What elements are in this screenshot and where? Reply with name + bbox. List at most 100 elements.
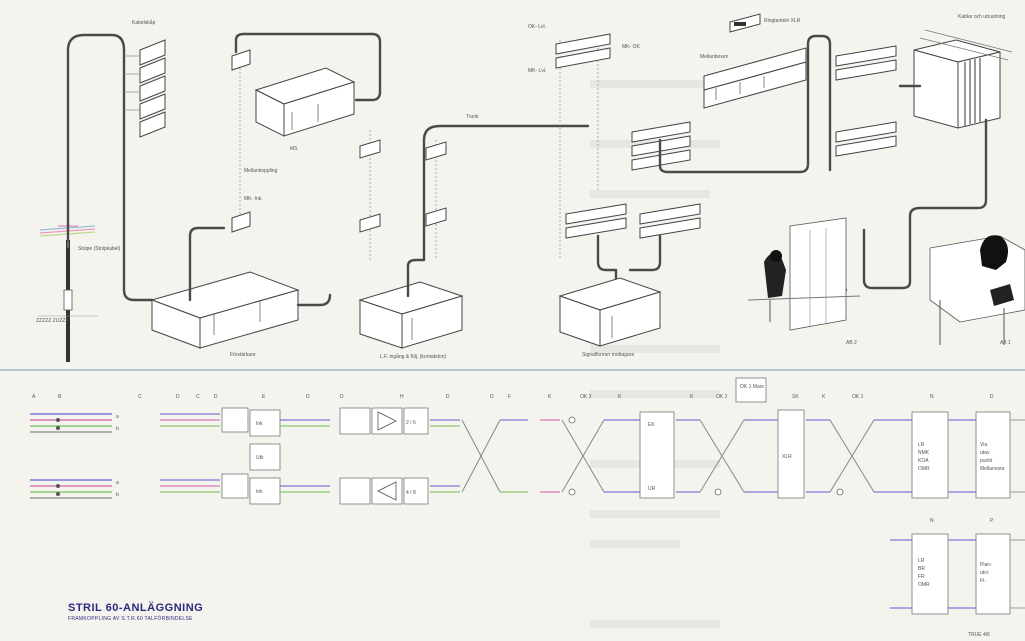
svg-text:K: K [822,394,826,400]
svg-text:b: b [116,492,119,498]
svg-text:ZZZZZ ZUZZZ: ZZZZZ ZUZZZ [36,318,69,324]
svg-text:EK: EK [648,422,655,428]
cable-to-receiver-a [596,234,618,282]
svg-text:Ink: Ink [256,421,263,427]
svg-text:K: K [618,394,622,400]
svg-text:b: b [116,426,119,432]
cable-stub [296,293,332,307]
mid-box-ek: EK UR [639,411,675,499]
rack-top-2 [555,47,611,69]
cross-ok3 [540,416,640,496]
svg-text:a: a [116,480,119,486]
svg-text:Utk: Utk [256,455,264,461]
mid-block-2 [359,213,381,233]
rack-group-right [835,45,897,157]
svg-text:D: D [340,394,344,400]
svg-text:K: K [690,394,694,400]
label-lf-ink: L.F. ingång & följ. (kontakdon) [380,353,446,360]
operator-console-1 [747,217,861,331]
svg-text:P: P [990,518,994,524]
wire-pairs-a: a b a b [30,413,119,499]
svg-text:4 / 8: 4 / 8 [406,490,416,496]
svg-text:punkt: punkt [980,458,993,464]
label-kabelskap: Kabelskåp [132,19,156,26]
amplifier-stage: 2 / 6 4 / 8 [339,407,460,505]
svg-text:NMK: NMK [918,450,930,456]
label-signalformer: Signalformer mottagare [582,352,634,358]
svg-text:OK 1: OK 1 [852,394,864,400]
rack-top-1 [555,33,611,55]
cross-ok1: K OK 1 [806,394,912,496]
mid-block-1 [359,139,381,159]
amplifier-box-2 [358,281,464,349]
svg-text:2 / 6: 2 / 6 [406,420,416,426]
main-rack-cabinet [913,29,1013,129]
svg-text:N: N [930,518,934,524]
svg-text:utav: utav [980,450,990,456]
cable-to-console [862,118,988,290]
mellanboxen-device [703,47,807,109]
cross-df [461,419,528,493]
upper-isometric-view: ZZZZZ ZUZZZ Stolpe (Stolpkabel) Kabelskå… [36,13,1025,362]
svg-text:C: C [196,394,200,400]
svg-text:K: K [548,394,552,400]
svg-text:OK 1 Mars: OK 1 Mars [740,384,764,390]
svg-text:Ft.: Ft. [980,578,986,584]
svg-text:OMR: OMR [918,582,930,588]
svg-text:LR: LR [918,442,925,448]
cable-to-receiver-b [628,234,662,272]
label-mellankoppling: Mellankoppling [244,168,278,174]
cable-trunk [406,124,590,298]
page-number: TRUE 4/6 [968,632,990,638]
svg-text:N: N [930,394,934,400]
svg-text:XLR: XLR [782,454,792,460]
label-ringtanteln: Ringtanteln XLR [764,18,801,24]
svg-text:C: C [138,394,142,400]
svg-text:FR: FR [918,574,925,580]
ringtanteln-device [729,13,761,33]
svg-text:KOA: KOA [918,458,929,464]
svg-text:D: D [990,394,994,400]
svg-text:Ink: Ink [256,489,263,495]
cable-upper-loop [234,32,382,102]
svg-text:D: D [306,394,310,400]
svg-text:BR: BR [918,566,925,572]
svg-text:D: D [176,394,180,400]
svg-text:D: D [490,394,494,400]
svg-text:OK 2: OK 2 [716,394,728,400]
cable-pole-to-amplifier [66,33,154,302]
diagram-subtitle: FRAMKOPPLING AV S.T.R.60 TALFÖRBINDELSE [68,615,193,622]
svg-text:OK 3: OK 3 [580,394,592,400]
label-trunk: Trunk [466,114,479,120]
label-kablar-utrustning: Kablar och utrustning [958,14,1005,20]
label-mk-lvl: MK- Lvl. [528,68,546,74]
label-ms: MS [290,146,298,152]
label-ab2: AB 2 [846,340,857,346]
coupling-block-lower [231,211,251,233]
svg-text:SK: SK [792,394,799,400]
label-stolpe: Stolpe (Stolpkabel) [78,246,121,252]
svg-text:Via: Via [980,442,987,448]
svg-text:utvl.: utvl. [980,570,989,576]
coupling-block-upper [231,49,251,71]
ok1-top-box: OK 1 Mars [735,377,767,403]
xlr-box: SK XLR [777,394,805,499]
svg-text:UR: UR [648,486,656,492]
mid-block-3 [425,141,447,161]
label-mellanboxen: Mellanboxen [700,54,729,60]
svg-text:A: A [32,394,36,400]
amplifier-box-1 [150,271,300,349]
line-amplifier-box [254,67,356,137]
svg-text:Mellanvara: Mellanvara [980,466,1005,472]
label-mk-ok: MK- OK [622,44,640,50]
cable-to-right-racks [658,34,832,174]
lower-schematic: A B C D C D E D D H D D F K OK 3 K K a [30,377,1025,615]
cross-ok2: OK 2 [676,394,778,496]
svg-text:D: D [446,394,450,400]
label-ab1: AB 1 [1000,340,1011,346]
svg-text:LR: LR [918,558,925,564]
right-terminal-boxes: N D LR NMK KOA OMR Via utav punkt Mellan… [890,394,1025,615]
label-ok-lvl: OK- Lvl. [528,24,546,30]
svg-text:D: D [214,394,218,400]
